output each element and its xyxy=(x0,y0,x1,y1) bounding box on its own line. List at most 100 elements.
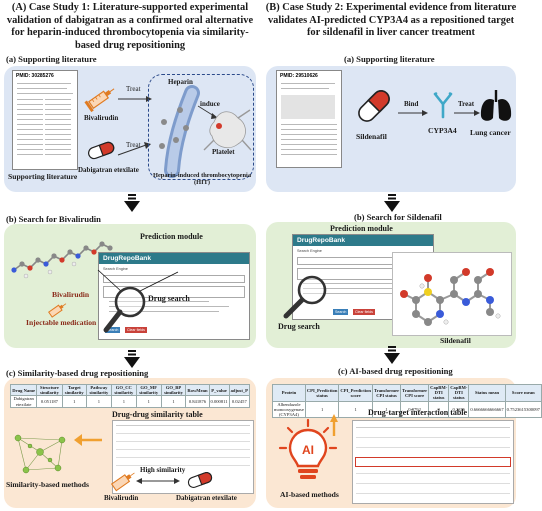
table-header: GO_CC similarity xyxy=(110,383,137,397)
down-arrow-icon xyxy=(384,346,400,364)
case-b-search-button[interactable]: Search xyxy=(333,309,349,315)
table-header: Pathway similarity xyxy=(85,383,112,397)
table-header: GO_MF similarity xyxy=(135,383,162,397)
table-header: GO_BP similarity xyxy=(160,383,187,397)
table-header: Transformer CPI score xyxy=(400,384,430,402)
table-cell: 0.02457 xyxy=(228,395,251,408)
down-arrow-icon xyxy=(384,194,400,212)
case-a-sim-table-title: Drug-drug similarity table xyxy=(112,410,203,419)
receptor-icon xyxy=(433,92,453,119)
hit-label: Heparin-induced thrombocytopenia (HIT) xyxy=(148,172,256,186)
case-b-sildenafil-label: Sildenafil xyxy=(356,132,387,141)
highlight-row xyxy=(355,457,511,467)
case-a-dabigatran-compare: Dabigatran etexilate xyxy=(176,494,237,502)
vessel-illustration xyxy=(159,85,252,178)
case-b-paper-thumbnail: PMID: 29510626 xyxy=(276,70,342,168)
case-b-molecule-box xyxy=(392,252,512,336)
case-b-clear-button[interactable]: Clear fields xyxy=(353,309,375,315)
case-a-syringe-small-icon xyxy=(48,303,67,318)
case-a-treat1-label: Treat xyxy=(126,85,141,93)
table-cell: 0.051187 xyxy=(36,395,63,408)
case-a-treat2-label: Treat xyxy=(126,141,141,149)
case-a-dabigatran-label: Dabigatran etexilate xyxy=(78,166,139,174)
table-header: Transformer CPI status xyxy=(371,384,402,402)
table-header: Drug Name xyxy=(9,383,38,397)
pill-icon xyxy=(88,141,115,160)
case-a-bivalirudin-mol-label: Bivalirudin xyxy=(52,290,90,299)
case-b-dti-table: Protein CPI_Prediction status CPI_Predic… xyxy=(272,384,542,419)
down-arrow-icon xyxy=(124,194,140,212)
lungs-icon xyxy=(480,90,512,121)
treat-arrow-2 xyxy=(117,142,151,156)
case-b-prediction-module: Prediction module xyxy=(330,224,393,233)
treat-arrow-1 xyxy=(118,96,152,102)
case-a-bivalirudin-label: Bivalirudin xyxy=(84,114,119,122)
case-a-title: (A) Case Study 1: Literature-supported e… xyxy=(6,2,254,51)
case-b-magnifier-icon xyxy=(283,275,327,319)
table-header: CapBM-DTI status xyxy=(448,384,470,402)
case-b-pill-icon xyxy=(358,90,390,122)
case-b-search-engine: Search Engine xyxy=(297,249,322,253)
table-cell: 0.2376 xyxy=(448,400,470,419)
case-a-sec-c-title: (c) Similarity-based drug repositioning xyxy=(6,368,149,378)
case-a-compare-pill-icon xyxy=(187,472,213,488)
bind-arrow xyxy=(398,110,428,116)
case-b-sildenafil-mol-label: Sildenafil xyxy=(440,336,471,345)
table-header: CapBM-DTI status xyxy=(428,384,450,402)
high-similarity-label: High similarity xyxy=(140,466,186,474)
case-b-drug-search-label: Drug search xyxy=(278,322,320,331)
table-header: P_value xyxy=(208,383,230,397)
table-header-row: Drug Name Structure similarity Target si… xyxy=(9,383,251,397)
similarity-arrow xyxy=(74,434,102,446)
case-a-injectable-label: Injectable medication xyxy=(26,318,97,327)
table-cell: 0.6666666666667 xyxy=(468,400,506,419)
case-b-sec-b-title: (b) Search for Sildenafil xyxy=(354,212,442,222)
ai-bulb-icon: AI xyxy=(278,418,338,479)
case-a-table-screenshot xyxy=(112,420,254,494)
case-b-table-screenshot xyxy=(352,420,514,504)
case-a-sec-b-title: (b) Search for Bivalirudin xyxy=(6,214,101,224)
case-b-treat-arrow xyxy=(454,110,480,116)
lung-cancer-label: Lung cancer xyxy=(470,128,511,137)
table-cell: 1 xyxy=(371,400,402,419)
case-b-pmid: PMID: 29510626 xyxy=(280,73,318,79)
table-header: Status mean xyxy=(468,384,506,402)
table-header: Structure similarity xyxy=(36,383,63,397)
cyp3a4-label: CYP3A4 xyxy=(428,126,457,135)
case-a-search-field[interactable] xyxy=(103,275,245,283)
table-header: Protein xyxy=(272,384,306,402)
table-row: Dabigatran etexilate 0.051187 1 1 1 1 1 … xyxy=(9,395,251,408)
table-cell: 0.000811 xyxy=(208,395,230,408)
case-a-search-engine: Search Engine xyxy=(103,267,128,271)
case-b-dt-table-title: Drug-target interaction table xyxy=(368,408,468,417)
network-icon xyxy=(14,434,66,474)
case-b-sec-a-title: (a) Supporting literature xyxy=(344,54,435,64)
case-a-drugrepo-logo: DrugRepoBank xyxy=(103,254,151,262)
case-a-pmid: PMID: 30285276 xyxy=(16,73,54,79)
down-arrow-icon xyxy=(124,350,140,368)
case-a-sec-a-title: (a) Supporting literature xyxy=(6,54,97,64)
table-header-row: Protein CPI_Prediction status CPI_Predic… xyxy=(272,384,542,402)
table-header: CPI_Prediction score xyxy=(338,384,373,402)
case-b-molecule-icon xyxy=(400,268,501,326)
table-header: adjust_P xyxy=(228,383,251,397)
hit-mechanism-box xyxy=(148,74,254,180)
case-a-prediction-module: Prediction module xyxy=(140,232,203,241)
case-a-clear-button[interactable]: Clear fields xyxy=(125,327,147,333)
case-a-similarity-table: Drug Name Structure similarity Target si… xyxy=(9,383,251,408)
table-header: CPI_Prediction status xyxy=(304,384,340,402)
table-cell: 1 xyxy=(110,395,137,408)
table-cell: Albendazole monooxygenase (CYP3A4) xyxy=(272,400,306,419)
case-a-compare-syringe-icon xyxy=(110,472,135,492)
case-a-result-field[interactable] xyxy=(103,286,245,298)
case-a-compare-arrows xyxy=(136,478,180,484)
table-cell: 0.7523615300097 xyxy=(504,400,542,419)
table-header: Score mean xyxy=(504,384,542,402)
case-a-search-button[interactable]: Search xyxy=(105,327,121,333)
heparin-label: Heparin xyxy=(168,78,193,86)
case-a-drug-search-label: Drug search xyxy=(148,294,190,303)
ai-icon-text: AI xyxy=(302,443,314,457)
hit-text: Heparin-induced thrombocytopenia (HIT) xyxy=(152,172,252,186)
case-a-paper-thumbnail: PMID: 30285276 xyxy=(12,70,78,170)
table-header: Target similarity xyxy=(61,383,87,397)
